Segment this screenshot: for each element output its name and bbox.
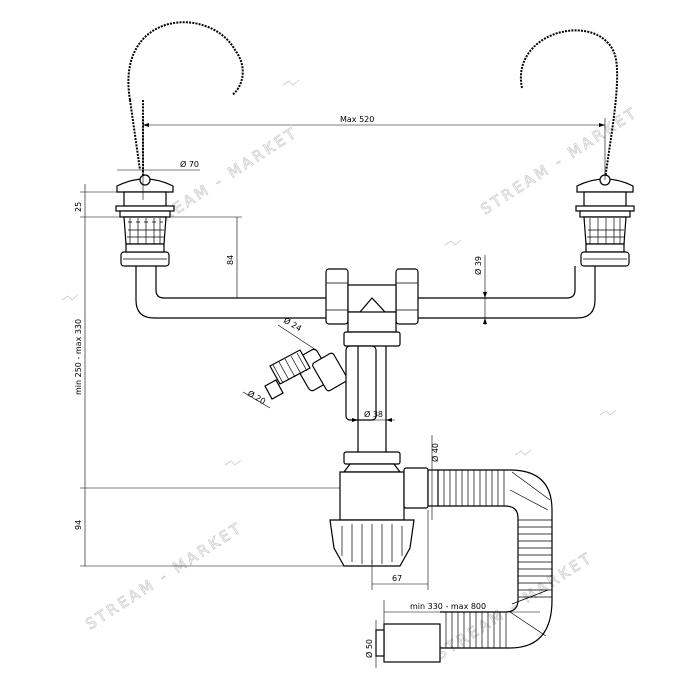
dimension-trap-height: 94 (74, 488, 344, 567)
left-drain (115, 174, 175, 267)
dimension-max-width: Max 520 (142, 115, 606, 200)
right-drain (575, 174, 635, 267)
dimension-side-outlet: Ø 24 (277, 315, 317, 351)
dimension-riser: Ø 38 (350, 409, 395, 422)
dimension-drain-diameter: Ø 70 (117, 159, 200, 171)
hose-tip-label: Ø 20 (246, 388, 267, 406)
top-offset-label: 25 (74, 202, 83, 212)
dimension-drop-height: 84 (170, 216, 242, 298)
dimension-end: Ø 50 (364, 620, 377, 668)
corrugated-hose (438, 469, 553, 649)
right-chain (519, 29, 619, 181)
dimension-outlet: Ø 40 (430, 435, 440, 520)
trap-offset-label: 67 (392, 574, 402, 583)
hose-length-label: min 330 - max 800 (410, 602, 486, 611)
max-width-label: Max 520 (340, 115, 374, 124)
dimension-top-offset: 25 (74, 184, 120, 225)
dimension-trap-offset: 67 (371, 510, 429, 590)
left-chain (127, 21, 244, 101)
dimension-hose-tip: Ø 20 (242, 388, 271, 409)
side-outlet (264, 345, 377, 421)
end-diameter-label: Ø 50 (364, 639, 374, 658)
pipe-diameter-label: Ø 39 (473, 256, 483, 275)
outlet-label: Ø 40 (430, 443, 440, 462)
riser (357, 346, 387, 452)
drop-height-label: 84 (226, 255, 235, 265)
watermark: STREAM - MARKET (82, 518, 246, 633)
dimension-hose-length: min 330 - max 800 (383, 600, 540, 624)
drain-diameter-label: Ø 70 (180, 159, 199, 169)
tee-fitting (325, 268, 419, 347)
bottle-trap (329, 451, 439, 567)
dimension-pipe-diameter: Ø 39 (473, 255, 487, 325)
trap-height-label: 94 (74, 520, 83, 530)
horizontal-pipe (135, 266, 596, 319)
outlet-pipe (375, 623, 441, 663)
total-height-label: min 250 - max 330 (74, 319, 83, 395)
riser-label: Ø 38 (364, 409, 383, 419)
dimension-total-height: min 250 - max 330 (74, 225, 340, 489)
